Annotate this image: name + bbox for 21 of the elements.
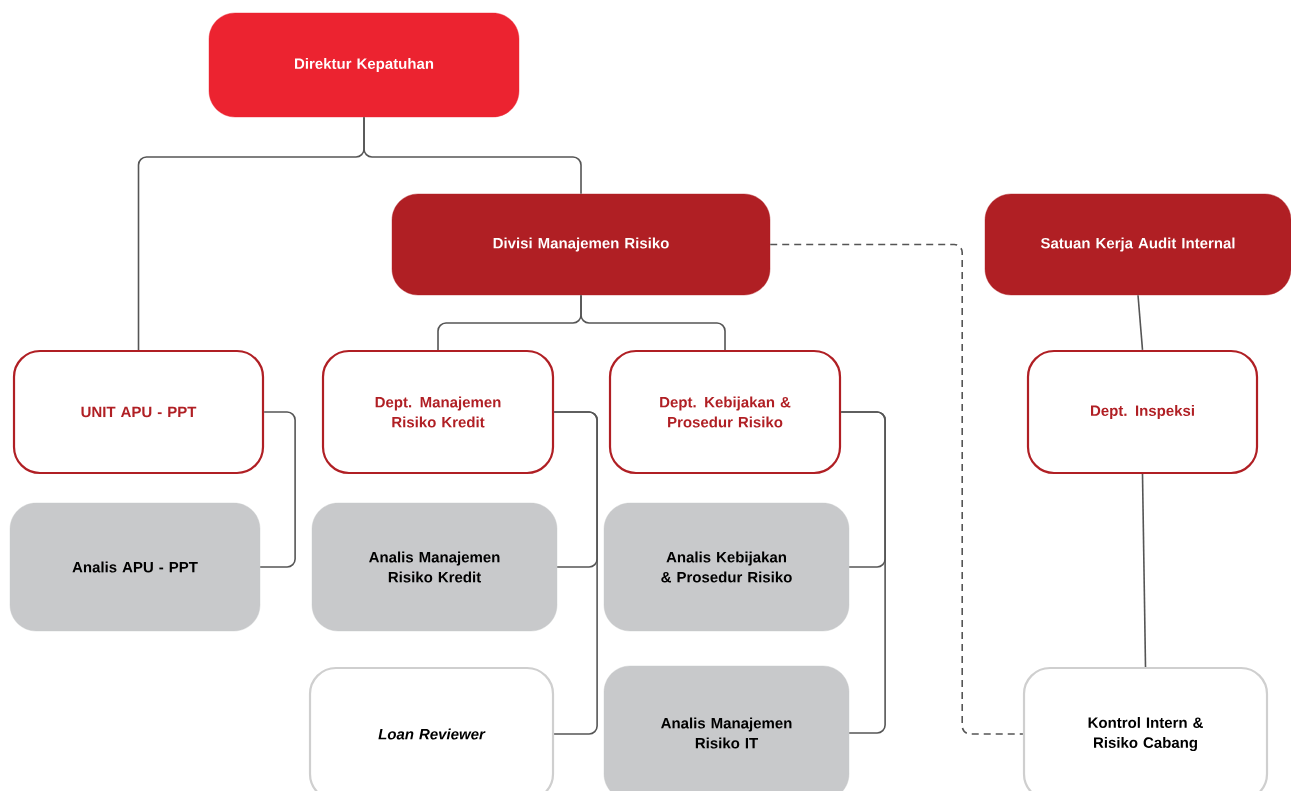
department-box: Dept. Inspeksi <box>1026 349 1259 475</box>
staff-box: Loan Reviewer <box>308 666 555 791</box>
department-box: Dept. Manajemen Risiko Kredit <box>321 349 555 475</box>
connector-line <box>580 294 726 351</box>
connector-line <box>1137 294 1144 351</box>
director-box: Direktur Kepatuhan <box>208 12 520 118</box>
department-box: UNIT APU - PPT <box>12 349 265 475</box>
connector-line <box>259 411 296 568</box>
connector-line <box>840 411 886 734</box>
staff-box: Kontrol Intern & Risiko Cabang <box>1022 666 1269 791</box>
staff-box: Analis Manajemen Risiko Kredit <box>311 502 558 632</box>
connector-line <box>1141 473 1147 668</box>
department-box: Dept. Kebijakan & Prosedur Risiko <box>608 349 842 475</box>
staff-box: Analis Manajemen Risiko IT <box>603 665 850 791</box>
staff-box: Analis APU - PPT <box>9 502 261 632</box>
staff-box: Analis Kebijakan & Prosedur Risiko <box>603 502 850 632</box>
division-box: Satuan Kerja Audit Internal <box>984 193 1291 296</box>
connector-line <box>553 411 598 735</box>
division-box: Divisi Manajemen Risiko <box>391 193 771 296</box>
connector-line <box>769 243 1024 735</box>
connector-line <box>363 116 582 195</box>
